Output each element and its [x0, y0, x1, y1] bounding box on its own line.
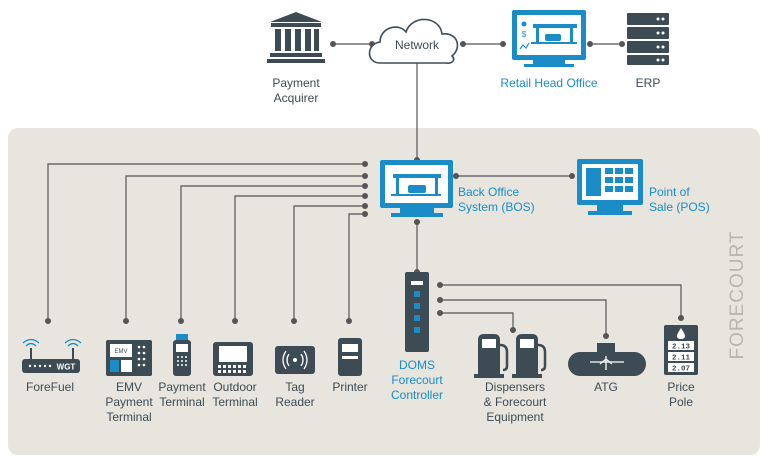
- emv-screen-text: EMV: [114, 349, 127, 355]
- link-emv: [125, 175, 365, 321]
- erp-label: ERP: [635, 76, 661, 90]
- bos-monitor-icon: [380, 160, 453, 217]
- erp-server-icon: [627, 13, 669, 65]
- link-forefuel: [47, 163, 365, 321]
- link-payterm: [180, 185, 365, 321]
- printer-icon: [338, 338, 362, 376]
- price-pole-icon: [664, 325, 698, 375]
- link-tag: [293, 205, 365, 321]
- outdoor-terminal-icon: [213, 342, 253, 376]
- price-1: 2.13: [672, 344, 691, 352]
- forecourt-zone: [8, 128, 760, 455]
- atg-label: ATG: [594, 380, 618, 394]
- link-dispensers: [440, 312, 514, 330]
- link-outdoor: [234, 195, 365, 321]
- bank-icon: [267, 12, 325, 63]
- forefuel-label: ForeFuel: [25, 380, 75, 394]
- price-2: 2.11: [672, 355, 691, 363]
- link-priceole: [440, 284, 682, 318]
- link-printer: [348, 213, 365, 321]
- wgt-text: WGT: [57, 363, 76, 372]
- retail-head-office-label: Retail Head Office: [500, 76, 598, 90]
- forefuel-router-icon: [22, 338, 82, 373]
- link-atg: [440, 299, 607, 336]
- forecourt-zone-label: FORECOURT: [727, 230, 748, 360]
- payment-terminal-icon: [173, 334, 191, 376]
- doms-controller-icon: [405, 272, 429, 352]
- connector-dots: [45, 41, 684, 339]
- network-label: Network: [394, 38, 439, 52]
- tag-reader-icon: [275, 346, 315, 374]
- price-3: 2.07: [672, 366, 690, 374]
- svg-text:$: $: [522, 30, 527, 39]
- emv-terminal-icon: [106, 340, 152, 376]
- connectors: [47, 43, 682, 336]
- printer-label: Printer: [332, 380, 368, 394]
- pos-terminal-icon: [577, 159, 643, 215]
- atg-tank-icon: [568, 343, 646, 376]
- dispenser-pumps-icon: [474, 334, 547, 378]
- head-office-monitor-icon: $: [512, 10, 586, 67]
- network-cloud-icon: [368, 18, 459, 64]
